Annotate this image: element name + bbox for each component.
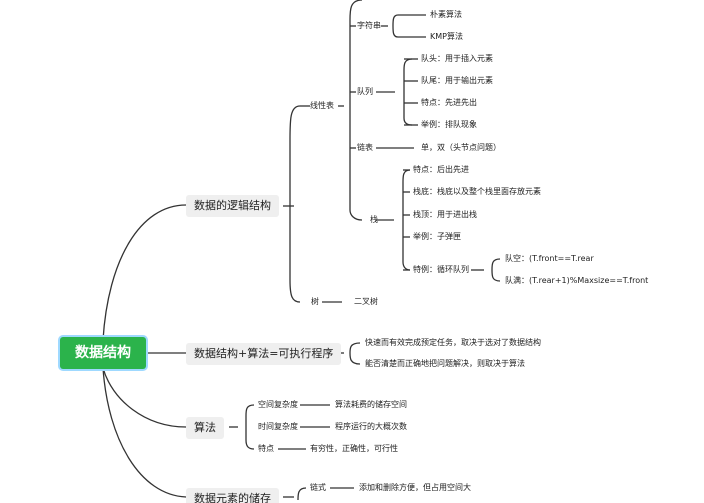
node-queue-full[interactable]: 队满：(T.rear+1)%Maxsize==T.front xyxy=(505,276,649,285)
node-space-complexity[interactable]: 空间复杂度 xyxy=(258,400,298,409)
node-queue[interactable]: 队列 xyxy=(357,87,373,96)
node-queue-head[interactable]: 队头：用于插入元素 xyxy=(421,54,493,63)
node-chain-storage[interactable]: 链式 xyxy=(310,483,326,492)
root-node[interactable]: 数据结构 xyxy=(60,337,146,369)
node-string[interactable]: 字符串 xyxy=(357,21,381,30)
node-algo-features-desc[interactable]: 有穷性，正确性，可行性 xyxy=(310,444,398,453)
node-queue-tail[interactable]: 队尾：用于输出元素 xyxy=(421,76,493,85)
node-tree[interactable]: 树 xyxy=(311,297,319,306)
node-time-complexity[interactable]: 时间复杂度 xyxy=(258,422,298,431)
node-time-desc[interactable]: 程序运行的大概次数 xyxy=(335,422,407,431)
node-algo-features[interactable]: 特点 xyxy=(258,444,274,453)
node-linked-list[interactable]: 链表 xyxy=(357,143,373,152)
node-naive-algorithm[interactable]: 朴素算法 xyxy=(430,10,462,19)
node-linked-list-detail[interactable]: 单，双（头节点问题） xyxy=(421,143,501,152)
node-queue-example[interactable]: 举例：排队现象 xyxy=(421,120,477,129)
node-stack-special-case[interactable]: 特例：循环队列 xyxy=(413,265,469,274)
node-depends-algorithm[interactable]: 能否清楚而正确地把问题解决，则取决于算法 xyxy=(365,359,525,368)
node-choose-structure[interactable]: 快速而有效完成预定任务，取决于选对了数据结构 xyxy=(365,338,541,347)
node-kmp-algorithm[interactable]: KMP算法 xyxy=(430,32,463,41)
node-stack[interactable]: 栈 xyxy=(370,215,378,224)
node-chain-desc[interactable]: 添加和删除方便，但占用空间大 xyxy=(359,483,471,492)
node-binary-tree[interactable]: 二叉树 xyxy=(354,297,378,306)
node-linear-list[interactable]: 线性表 xyxy=(310,101,334,110)
branch-algorithm[interactable]: 算法 xyxy=(186,417,224,439)
branch-algo-equation[interactable]: 数据结构+算法=可执行程序 xyxy=(186,343,342,365)
node-space-desc[interactable]: 算法耗费的储存空间 xyxy=(335,400,407,409)
node-queue-feature[interactable]: 特点：先进先出 xyxy=(421,98,477,107)
node-stack-feature[interactable]: 特点：后出先进 xyxy=(413,165,469,174)
node-stack-example[interactable]: 举例：子弹匣 xyxy=(413,232,461,241)
node-stack-top[interactable]: 栈顶：用于进出栈 xyxy=(413,210,477,219)
branch-storage[interactable]: 数据元素的储存 xyxy=(186,488,279,503)
node-stack-bottom[interactable]: 栈底：栈底以及整个栈里面存放元素 xyxy=(413,187,541,196)
node-queue-empty[interactable]: 队空：(T.front==T.rear xyxy=(505,254,594,263)
branch-logic-structure[interactable]: 数据的逻辑结构 xyxy=(186,195,279,217)
